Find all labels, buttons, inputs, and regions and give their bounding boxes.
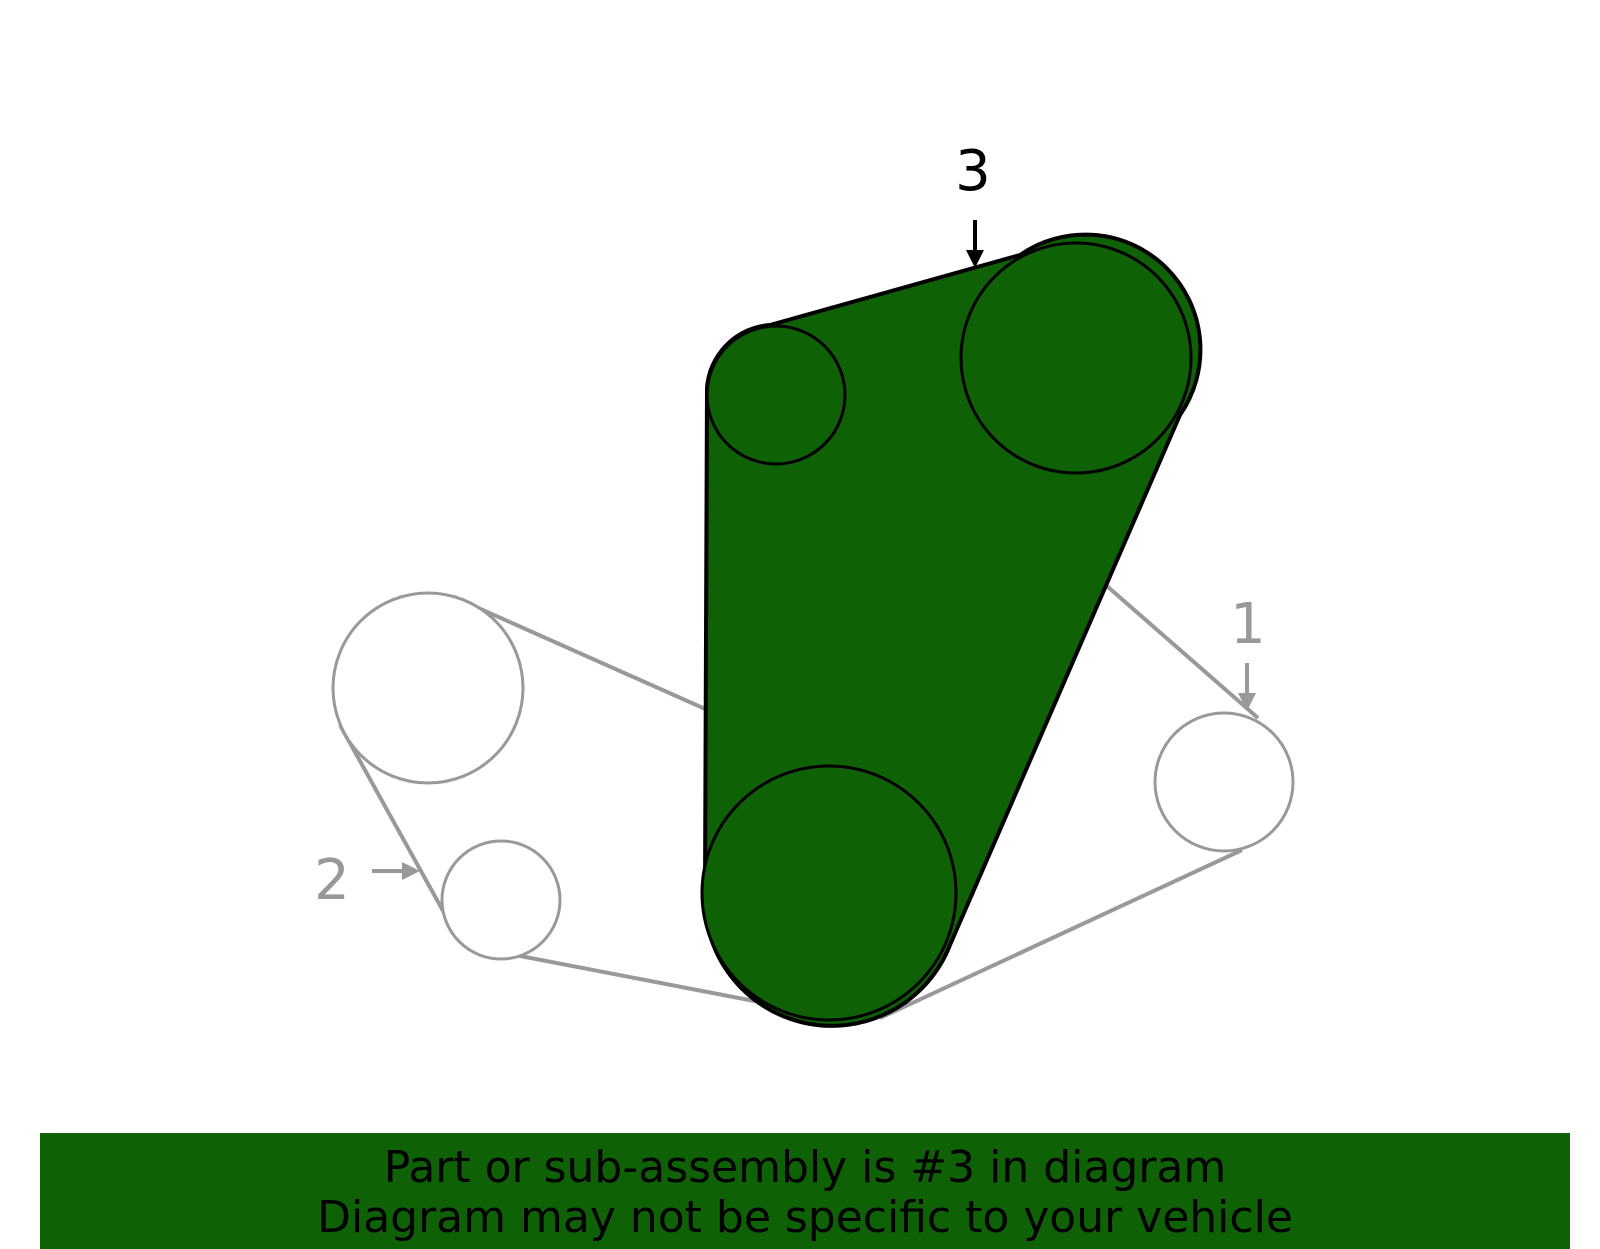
belt-2-left-span — [338, 724, 449, 919]
callout-2-label: 2 — [314, 848, 350, 913]
callout-2: 2 — [314, 848, 420, 913]
pulley-3-crankshaft — [700, 764, 958, 1022]
pulley-1 — [1153, 711, 1295, 853]
pulley-2-large — [331, 591, 525, 785]
callout-2-arrowhead — [402, 862, 420, 880]
belt-2-upper-span — [466, 601, 713, 714]
belt-assembly-2 — [331, 591, 776, 1007]
belt-2-lower-span — [514, 953, 776, 1007]
banner-disclaimer-line: Diagram may not be specific to your vehi… — [317, 1192, 1293, 1243]
belt-1-upper-span — [1098, 578, 1260, 720]
callout-3-label: 3 — [955, 139, 991, 204]
callout-1-arrowhead — [1238, 693, 1256, 711]
belt-1-lower-span — [879, 848, 1243, 1020]
callout-1-label: 1 — [1230, 592, 1266, 657]
pulley-3-upper-large — [959, 241, 1193, 475]
callout-3-arrowhead — [966, 250, 984, 268]
callout-1: 1 — [1230, 592, 1266, 711]
info-banner-background — [40, 1133, 1570, 1249]
banner-part-line: Part or sub-assembly is #3 in diagram — [383, 1142, 1227, 1193]
belt-assembly-1 — [879, 578, 1295, 1020]
belt-assembly-3 — [700, 232, 1203, 1028]
pulley-3-upper-small — [705, 324, 847, 466]
pulley-2-small — [440, 839, 562, 961]
info-banner: Part or sub-assembly is #3 in diagram Di… — [40, 1133, 1570, 1249]
callout-3: 3 — [955, 139, 991, 268]
